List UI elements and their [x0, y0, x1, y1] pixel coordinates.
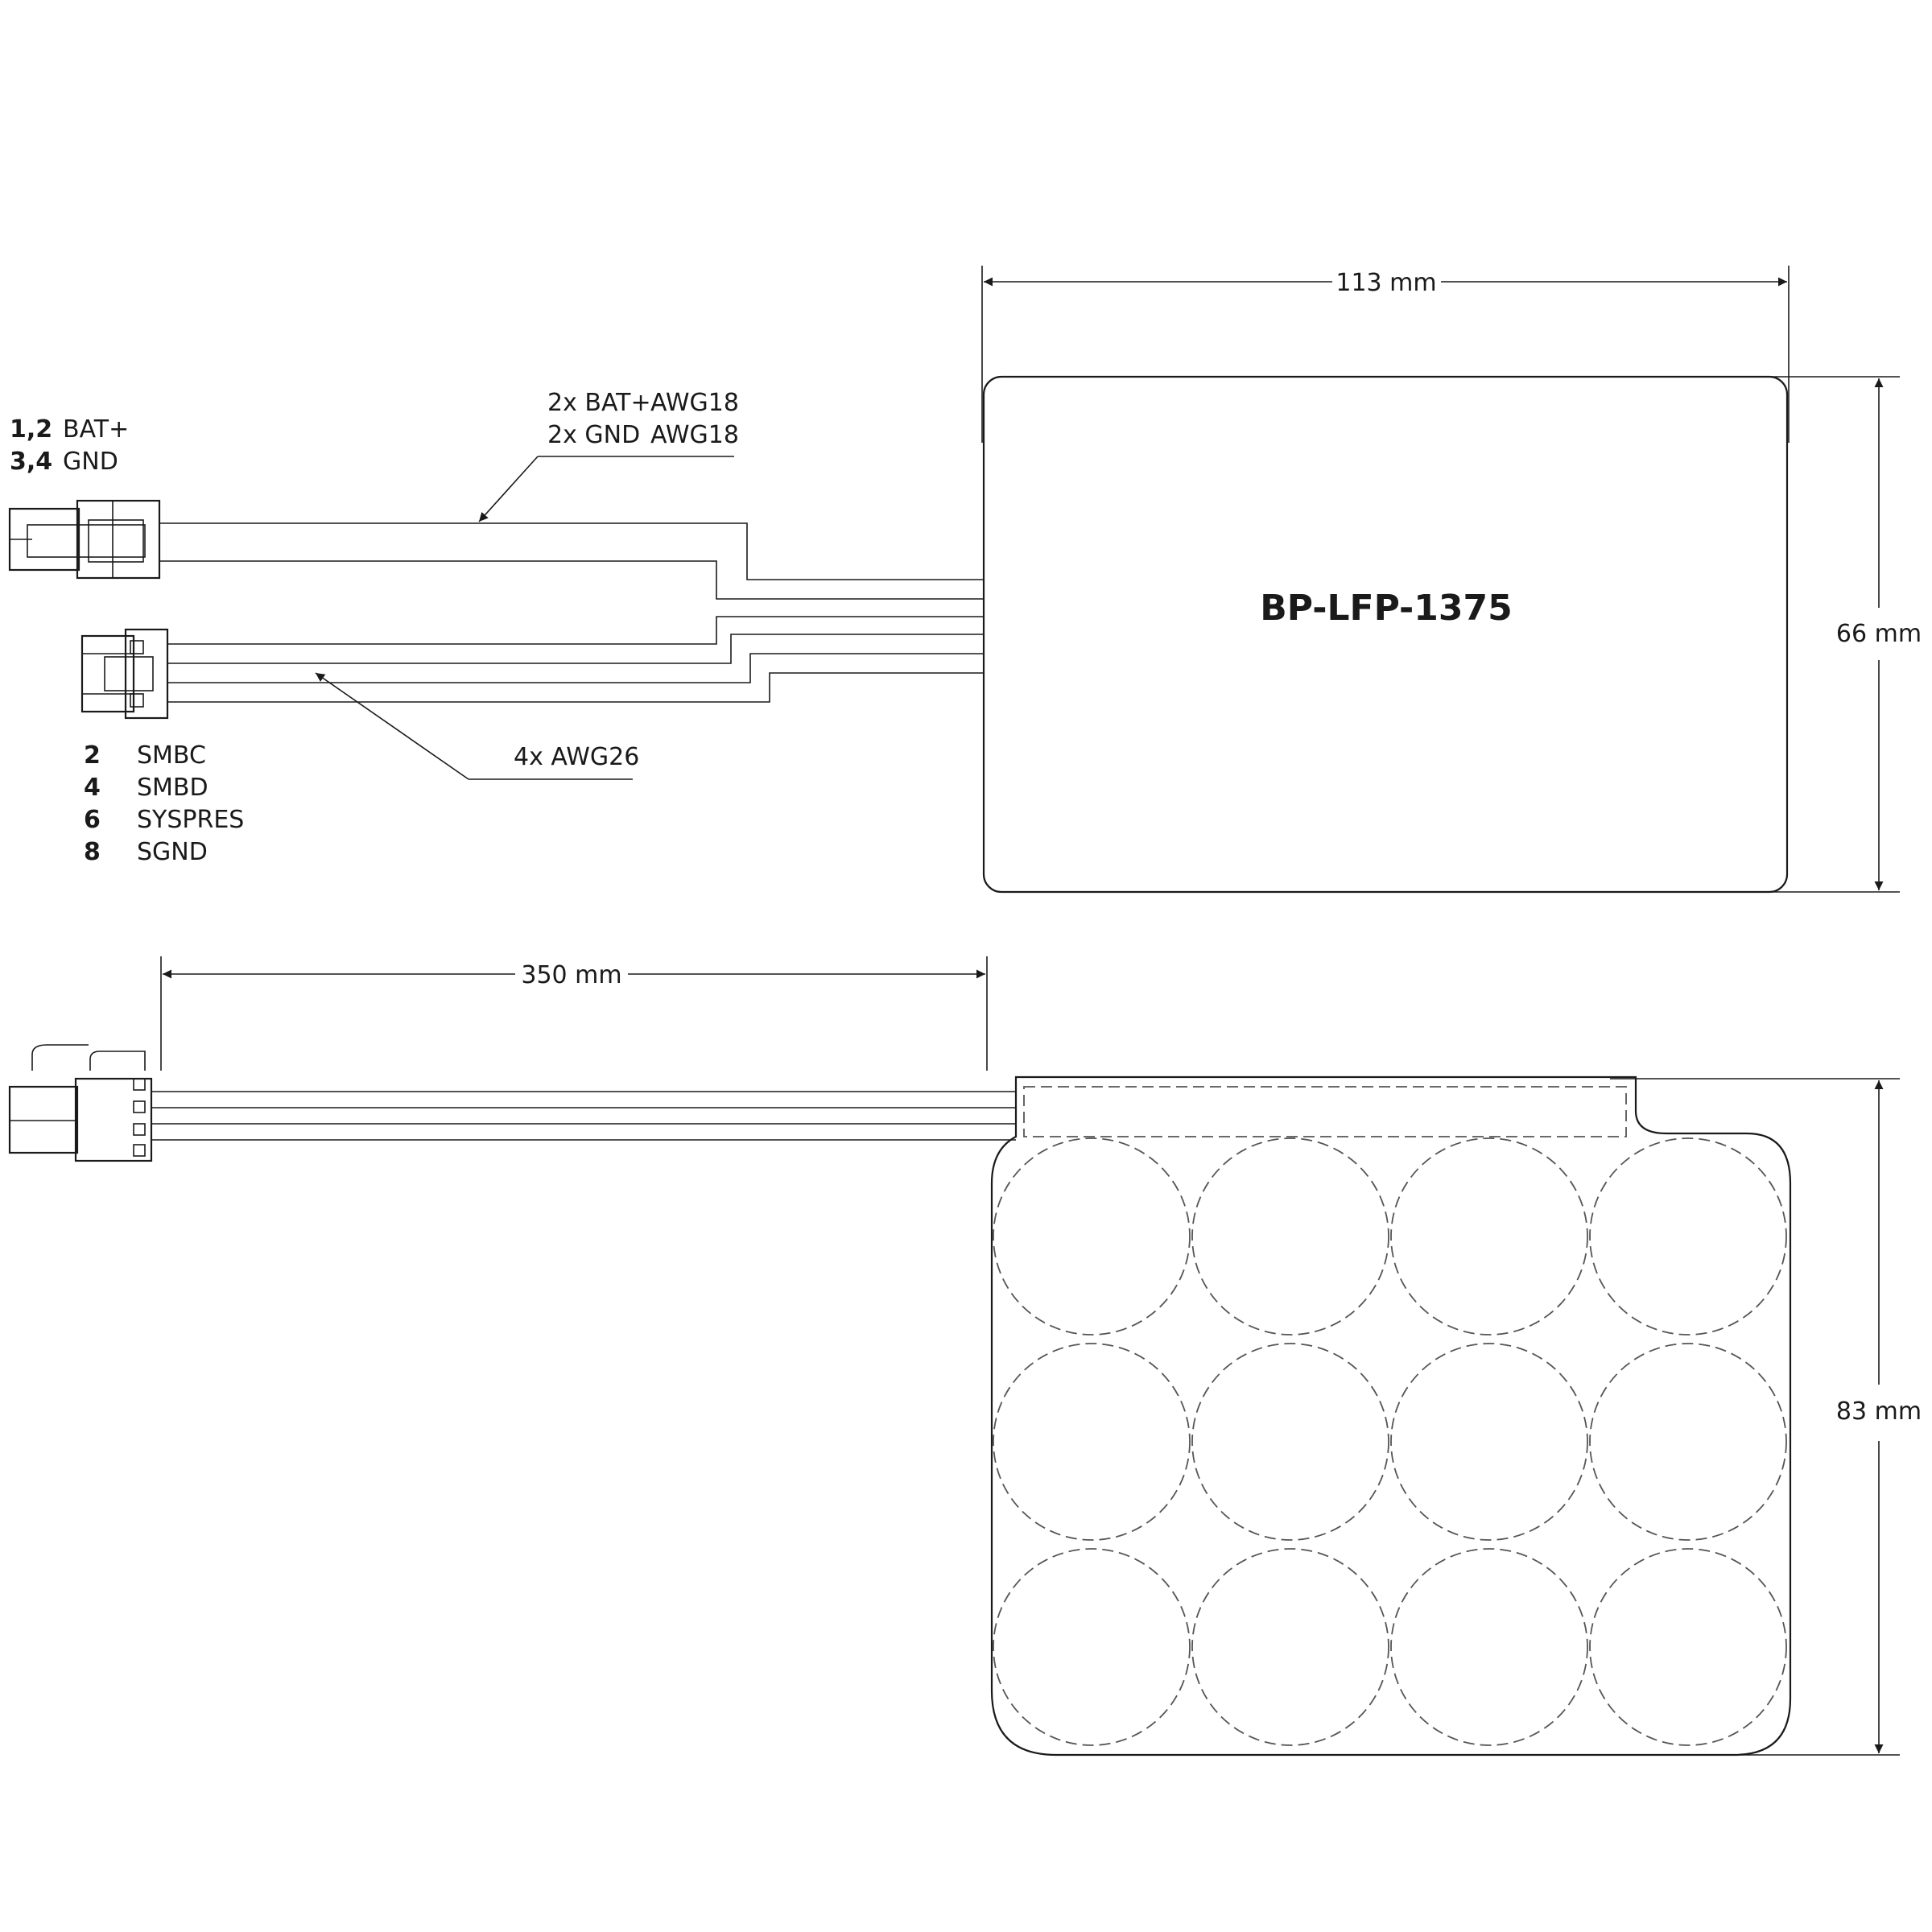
product-name: BP-LFP-1375 [1260, 588, 1513, 629]
cell-r1-c2 [1191, 1137, 1389, 1335]
power-wire-gauge-1: AWG18 [650, 389, 739, 417]
cable-length-dimension: 350 mm [160, 956, 988, 1071]
cable-length-label: 350 mm [521, 961, 621, 989]
power-wire-count-1: 2x BAT+ [547, 389, 651, 417]
side-view: 350 mm 83 mm [8, 956, 1922, 1757]
battery-pack-body [982, 375, 1789, 894]
power-pinout: 1,2 BAT+ 3,4 GND [10, 415, 129, 476]
depth-dimension: 83 mm [1610, 1078, 1922, 1756]
power-wire-count-2: 2x GND [547, 421, 640, 449]
cell-r3-c1 [993, 1548, 1191, 1746]
width-dimension: 113 mm [981, 266, 1790, 443]
power-pin-num-1: 1,2 [10, 415, 52, 444]
cell-r2-c3 [1390, 1343, 1588, 1541]
side-connector [8, 1044, 153, 1162]
cell-r2-c2 [1191, 1343, 1389, 1541]
cell-r1-c1 [993, 1137, 1191, 1335]
pcb-strip [1023, 1086, 1627, 1137]
signal-wires [167, 616, 984, 703]
cell-r3-c4 [1589, 1548, 1787, 1746]
cell-r2-c1 [993, 1343, 1191, 1541]
power-connector [8, 499, 161, 580]
power-pin-signal-2: GND [63, 448, 118, 476]
cell-r1-c3 [1390, 1137, 1588, 1335]
signal-pin-num-4: 8 [84, 838, 101, 866]
signal-wire-label: 4x AWG26 [514, 743, 639, 771]
signal-pin-signal-3: SYSPRES [137, 806, 244, 834]
cell-r2-c4 [1589, 1343, 1787, 1541]
cell-r3-c3 [1390, 1548, 1588, 1746]
depth-dimension-label: 83 mm [1836, 1397, 1922, 1426]
height-dimension-label: 66 mm [1836, 620, 1922, 648]
power-wire-callout: 2x BAT+ AWG18 2x GND AWG18 [478, 389, 739, 522]
signal-pin-signal-2: SMBD [137, 774, 208, 802]
power-pin-signal-1: BAT+ [63, 415, 129, 444]
cell-r3-c2 [1191, 1548, 1389, 1746]
signal-pin-signal-1: SMBC [137, 741, 206, 770]
signal-pin-signal-4: SGND [137, 838, 208, 866]
side-cable-wires [151, 1091, 1016, 1141]
signal-pinout: 2 SMBC 4 SMBD 6 SYSPRES 8 SGND [84, 741, 244, 866]
cell-r1-c4 [1589, 1137, 1787, 1335]
signal-pin-num-1: 2 [84, 741, 101, 770]
power-wires [159, 522, 984, 600]
power-pin-num-2: 3,4 [10, 448, 52, 476]
signal-pin-num-2: 4 [84, 774, 101, 802]
cell-pack-outline [990, 1075, 1792, 1757]
signal-connector [80, 628, 169, 720]
width-dimension-label: 113 mm [1335, 269, 1436, 297]
signal-pin-num-3: 6 [84, 806, 101, 834]
top-view: 113 mm 66 mm BP-LFP-1375 [8, 266, 1922, 894]
signal-wire-callout: 4x AWG26 [315, 672, 639, 780]
cell-grid [993, 1137, 1787, 1746]
height-dimension: 66 mm [1690, 376, 1922, 893]
power-wire-gauge-2: AWG18 [650, 421, 739, 449]
